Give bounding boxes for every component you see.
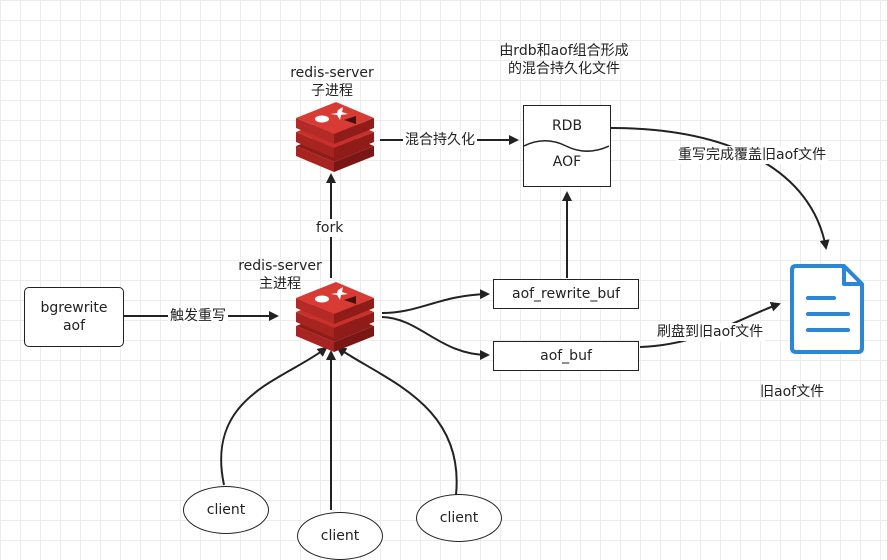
hybrid-persist-label: 混合持久化: [403, 131, 477, 149]
redis-icon: [296, 282, 374, 352]
child-server-name: redis-server: [290, 65, 374, 81]
fork-label: fork: [314, 219, 346, 237]
client-node: client: [416, 494, 502, 542]
aof-rewrite-buf-box: aof_rewrite_buf: [493, 279, 639, 309]
hybrid-description: 由rdb和aof组合形成 的混合持久化文件: [474, 42, 654, 78]
overwrite-label: 重写完成覆盖旧aof文件: [676, 146, 829, 164]
bgrewrite-line1: bgrewrite: [40, 300, 108, 316]
bgrewrite-line2: aof: [62, 318, 86, 334]
bgrewrite-aof-box: bgrewrite aof: [24, 287, 124, 347]
main-server-name: redis-server: [238, 258, 322, 274]
redis-icon: [296, 102, 374, 172]
to-rewrite-buf-arrow: [381, 289, 490, 314]
trigger-rewrite-label: 触发重写: [168, 307, 228, 325]
hybrid-file-box: RDB AOF: [523, 105, 611, 187]
hybrid-desc-line1: 由rdb和aof组合形成: [499, 43, 629, 59]
hybrid-file-rdb: RDB: [551, 118, 583, 134]
aof-buf-box: aof_buf: [493, 341, 639, 371]
file-icon: [790, 264, 864, 354]
old-aof-label: 旧aof文件: [760, 384, 825, 400]
child-server-label: redis-server 子进程: [276, 64, 388, 100]
client-node: client: [297, 512, 383, 560]
hybrid-file-aof: AOF: [552, 154, 582, 170]
diagram-connectors: [124, 102, 864, 510]
client-left-arrow: [220, 346, 328, 486]
client-right-arrow: [336, 346, 458, 496]
to-aof-buf-arrow: [381, 316, 490, 360]
main-server-role: 主进程: [259, 276, 301, 292]
client-node: client: [183, 486, 269, 534]
child-server-role: 子进程: [311, 83, 353, 99]
hybrid-divider: [524, 140, 609, 152]
hybrid-desc-line2: 的混合持久化文件: [508, 61, 620, 77]
main-server-label: redis-server 主进程: [224, 257, 336, 293]
flush-label: 刷盘到旧aof文件: [655, 323, 766, 341]
